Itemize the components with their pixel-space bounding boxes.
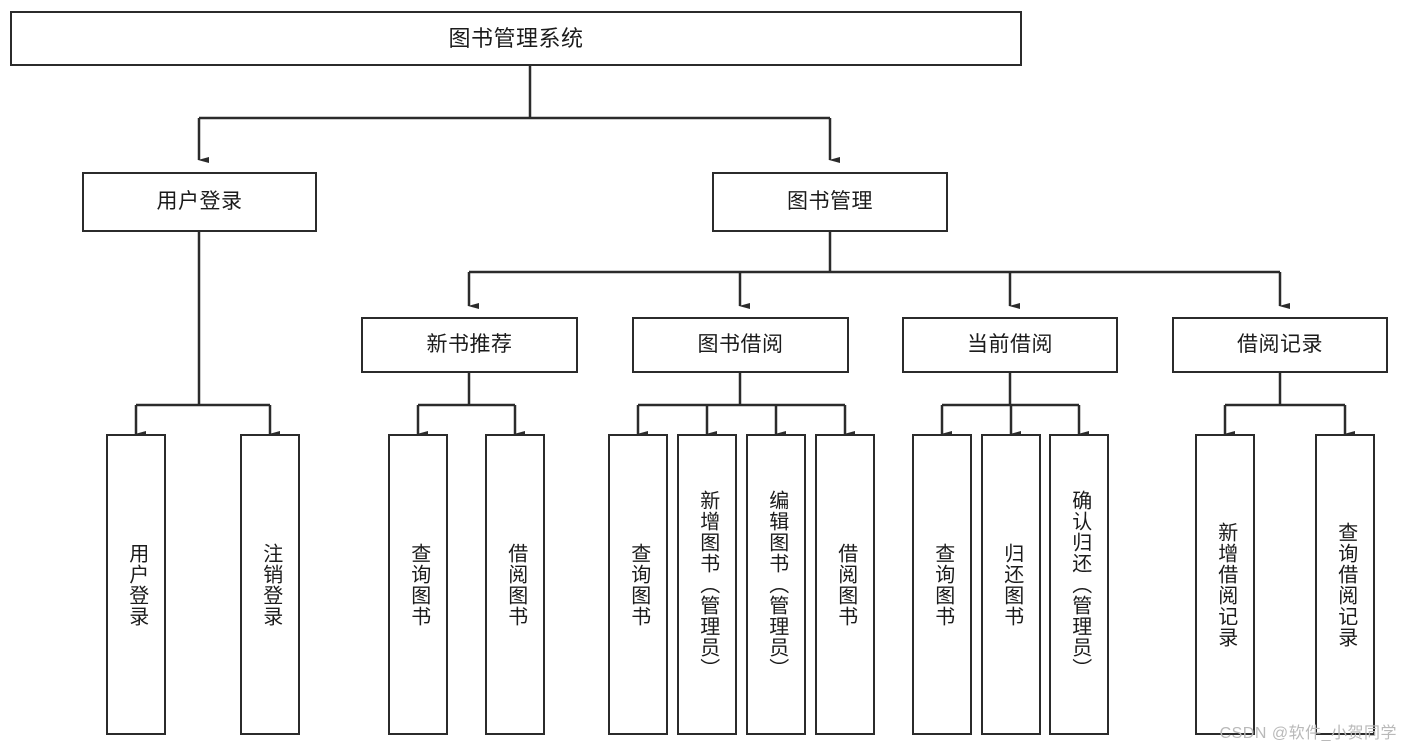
node-label: 当前借阅 [967, 332, 1053, 356]
node-label: 借阅图书 [834, 542, 857, 627]
node-label: 编辑图书（管理员） [765, 490, 788, 679]
leaf-new-book-query[interactable]: 查询图书 [388, 434, 448, 735]
node-new-book-recommend[interactable]: 新书推荐 [361, 317, 578, 373]
node-label: 查询借阅记录 [1334, 521, 1357, 648]
leaf-user-login-signin[interactable]: 用户登录 [106, 434, 166, 735]
node-book-borrow[interactable]: 图书借阅 [632, 317, 849, 373]
node-label: 查询图书 [627, 542, 650, 627]
node-label: 查询图书 [407, 542, 430, 627]
node-user-login[interactable]: 用户登录 [82, 172, 317, 232]
node-root-system[interactable]: 图书管理系统 [10, 11, 1022, 66]
leaf-user-login-signout[interactable]: 注销登录 [240, 434, 300, 735]
leaf-current-borrow-query[interactable]: 查询图书 [912, 434, 972, 735]
leaf-book-borrow-edit[interactable]: 编辑图书（管理员） [746, 434, 806, 735]
node-borrow-record[interactable]: 借阅记录 [1172, 317, 1388, 373]
node-label: 图书借阅 [697, 332, 784, 356]
node-label: 用户登录 [156, 189, 243, 213]
node-label: 新书推荐 [426, 332, 513, 356]
leaf-current-borrow-confirm-return[interactable]: 确认归还（管理员） [1049, 434, 1109, 735]
node-label: 借阅记录 [1237, 332, 1323, 356]
node-label: 新增借阅记录 [1214, 521, 1237, 648]
node-label: 用户登录 [125, 542, 148, 627]
node-current-borrow[interactable]: 当前借阅 [902, 317, 1118, 373]
leaf-current-borrow-return[interactable]: 归还图书 [981, 434, 1041, 735]
leaf-book-borrow-query[interactable]: 查询图书 [608, 434, 668, 735]
node-label: 图书管理 [787, 189, 873, 213]
node-book-management[interactable]: 图书管理 [712, 172, 948, 232]
leaf-borrow-record-add[interactable]: 新增借阅记录 [1195, 434, 1255, 735]
node-label: 注销登录 [259, 542, 282, 627]
node-label: 新增图书（管理员） [696, 490, 719, 679]
node-label: 图书管理系统 [448, 25, 584, 51]
node-label: 借阅图书 [504, 542, 527, 627]
node-label: 归还图书 [1000, 542, 1023, 627]
leaf-borrow-record-query[interactable]: 查询借阅记录 [1315, 434, 1375, 735]
node-label: 查询图书 [931, 542, 954, 627]
leaf-book-borrow-add[interactable]: 新增图书（管理员） [677, 434, 737, 735]
leaf-new-book-borrow[interactable]: 借阅图书 [485, 434, 545, 735]
watermark: CSDN @软件_小贺同学 [1219, 725, 1397, 742]
leaf-book-borrow-lend[interactable]: 借阅图书 [815, 434, 875, 735]
node-label: 确认归还（管理员） [1068, 490, 1091, 679]
